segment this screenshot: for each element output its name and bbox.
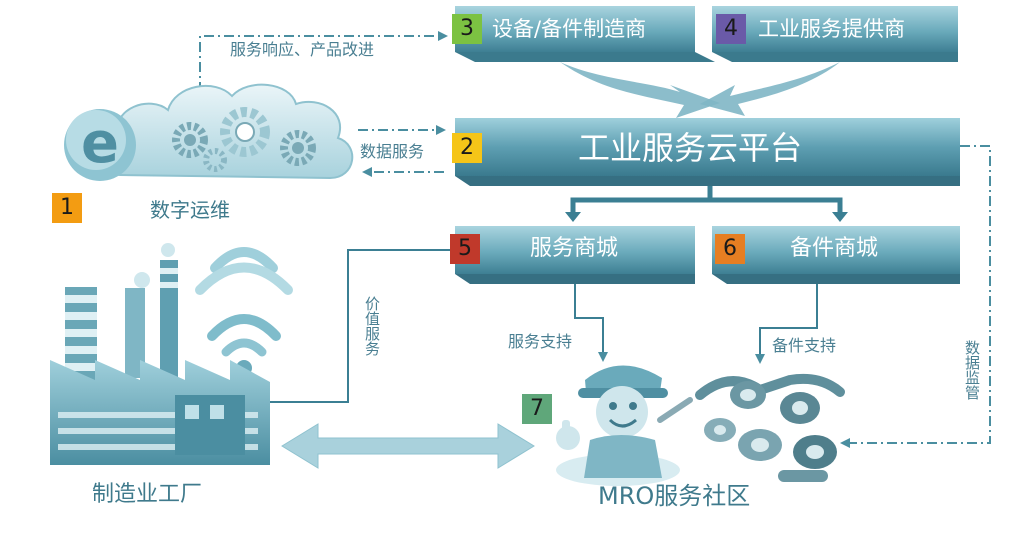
badge-7: 7 (522, 394, 552, 424)
box-parts-mall (712, 226, 960, 274)
e-globe-icon: e (64, 109, 136, 181)
cloud-gears-icon (98, 83, 354, 180)
service-mall-label: 服务商城 (530, 236, 619, 261)
box-equipment-maker (455, 6, 695, 52)
badge-6: 6 (715, 234, 745, 264)
merge-arrow (560, 62, 720, 118)
edge-service-support (574, 284, 608, 362)
merge-arrow-right (700, 62, 840, 116)
edge-parts-support (755, 284, 818, 364)
factory-label: 制造业工厂 (92, 482, 203, 507)
badge-4: 4 (716, 14, 746, 44)
value-service-label: 价值服务 (363, 296, 381, 356)
parts-support-label: 备件支持 (772, 336, 837, 355)
box-service-provider (712, 6, 958, 52)
mro-community-label: MRO服务社区 (598, 482, 751, 510)
factory-mro-double-arrow (281, 423, 535, 469)
box-equipment-maker-bevel (455, 52, 715, 62)
box-service-mall-bevel (455, 274, 695, 284)
box-parts-mall-bevel (712, 274, 960, 284)
box-cloud-platform-bevel (455, 176, 960, 186)
spare-parts-illustration (695, 373, 845, 482)
parts-mall-label: 备件商城 (790, 236, 879, 261)
factory-illustration (50, 243, 270, 465)
badge-3: 3 (452, 14, 482, 44)
response-improve-label: 服务响应、产品改进 (230, 40, 375, 59)
data-monitor-label: 数据监管 (963, 340, 981, 400)
box-service-mall (455, 226, 695, 274)
cloud-platform-label: 工业服务云平台 (578, 129, 803, 167)
wifi-icon (195, 247, 293, 376)
branch-connector (570, 186, 843, 216)
box-service-provider-bevel (712, 52, 958, 62)
service-support-label: 服务支持 (508, 332, 573, 351)
data-service-label: 数据服务 (360, 142, 425, 161)
equipment-maker-label: 设备/备件制造商 (492, 17, 647, 41)
edge-data-monitor (840, 145, 991, 448)
service-provider-label: 工业服务提供商 (758, 17, 905, 41)
edge-value-service (260, 249, 455, 407)
digital-ops-label: 数字运维 (150, 198, 230, 222)
badge-5: 5 (450, 234, 480, 264)
badge-1: 1 (52, 193, 82, 223)
mechanic-illustration (556, 365, 693, 486)
badge-2: 2 (452, 133, 482, 163)
box-cloud-platform (455, 118, 960, 176)
svg-text:e: e (81, 111, 119, 176)
